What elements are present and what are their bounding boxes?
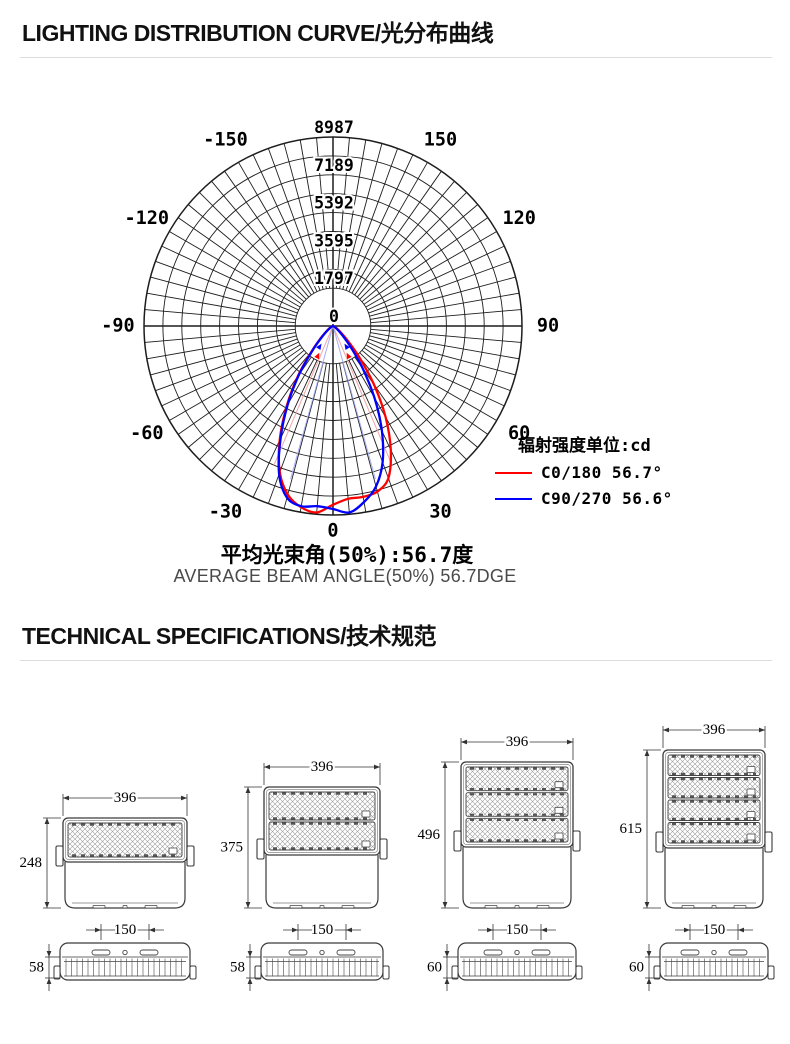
divider [20, 57, 772, 58]
curve-arrowhead [346, 352, 352, 360]
distribution-curves [277, 324, 393, 514]
svg-text:396: 396 [506, 734, 529, 750]
svg-text:0: 0 [329, 307, 339, 326]
beam-angle-text-cn: 平均光束角(50%):56.7度 [220, 543, 474, 567]
angle-labels: -150 -120 -90 -60 -30 0 30 60 90 120 150 [99, 127, 561, 543]
svg-text:58: 58 [29, 960, 44, 976]
chart-legend: 辐射强度单位:cd C0/180 56.7° C90/270 56.6° [495, 431, 673, 508]
red-curve-swatch [495, 471, 532, 474]
blue-curve-swatch [495, 497, 532, 500]
svg-text:7189: 7189 [314, 156, 354, 175]
svg-text:150: 150 [424, 129, 457, 150]
svg-text:375: 375 [221, 840, 244, 856]
section-title-technical-specs: TECHNICAL SPECIFICATIONS/技术规范 [22, 623, 437, 649]
svg-text:150: 150 [114, 922, 137, 938]
divider [20, 660, 772, 661]
beam-angle-text-en: AVERAGE BEAM ANGLE(50%) 56.7DGE [173, 566, 517, 586]
svg-text:0: 0 [327, 521, 338, 542]
fixture-drawing-2: 396 375 150 58 [219, 757, 390, 991]
svg-text:90: 90 [537, 316, 559, 337]
svg-text:396: 396 [311, 759, 334, 775]
legend-label-c0-180: C0/180 56.7° [541, 463, 663, 482]
svg-text:248: 248 [20, 855, 43, 871]
fixture-drawing-3: 396 496 150 60 [416, 732, 583, 991]
curve [277, 324, 393, 514]
curve [277, 324, 385, 514]
svg-text:60: 60 [629, 960, 644, 976]
svg-text:150: 150 [311, 922, 334, 938]
fixture-drawing-4: 396 615 150 60 [618, 720, 775, 991]
legend-row-c0-180: C0/180 56.7° [495, 463, 673, 482]
svg-text:150: 150 [506, 922, 529, 938]
polar-distribution-chart: 0 1797 3595 5392 7189 8987 -150 -120 -90 -60 -30 0 3… [99, 116, 561, 544]
curve-arrowhead [316, 343, 322, 351]
svg-text:615: 615 [620, 821, 643, 837]
svg-text:-90: -90 [101, 316, 134, 337]
curve-arrowhead [344, 343, 350, 351]
svg-text:396: 396 [703, 722, 726, 738]
svg-text:396: 396 [114, 790, 137, 806]
polar-grid [143, 136, 523, 516]
svg-text:30: 30 [429, 502, 451, 523]
svg-text:-30: -30 [209, 502, 242, 523]
fixture-drawing-1: 396 248 150 58 [18, 788, 197, 991]
svg-text:3595: 3595 [314, 231, 354, 250]
section-title-lighting-curve: LIGHTING DISTRIBUTION CURVE/光分布曲线 [22, 20, 494, 46]
legend-units-label: 辐射强度单位:cd [518, 436, 651, 456]
svg-text:-60: -60 [130, 423, 163, 444]
svg-text:5392: 5392 [314, 194, 354, 213]
svg-text:58: 58 [230, 960, 245, 976]
svg-text:1797: 1797 [314, 269, 354, 288]
svg-text:60: 60 [508, 423, 530, 444]
svg-text:150: 150 [703, 922, 726, 938]
legend-row-c90-270: C90/270 56.6° [495, 489, 673, 508]
legend-label-c90-270: C90/270 56.6° [541, 489, 673, 508]
technical-drawings: 396 248 150 58 396 375 150 58 396 496 150 60 396 615 1… [18, 720, 775, 991]
svg-text:-150: -150 [203, 129, 248, 150]
svg-text:120: 120 [502, 208, 535, 229]
svg-text:-120: -120 [125, 208, 170, 229]
svg-text:8987: 8987 [314, 118, 354, 137]
svg-text:496: 496 [418, 827, 441, 843]
svg-text:60: 60 [427, 960, 442, 976]
curve-arrowhead [314, 352, 320, 360]
radial-tick-labels: 0 1797 3595 5392 7189 8987 [312, 116, 356, 328]
